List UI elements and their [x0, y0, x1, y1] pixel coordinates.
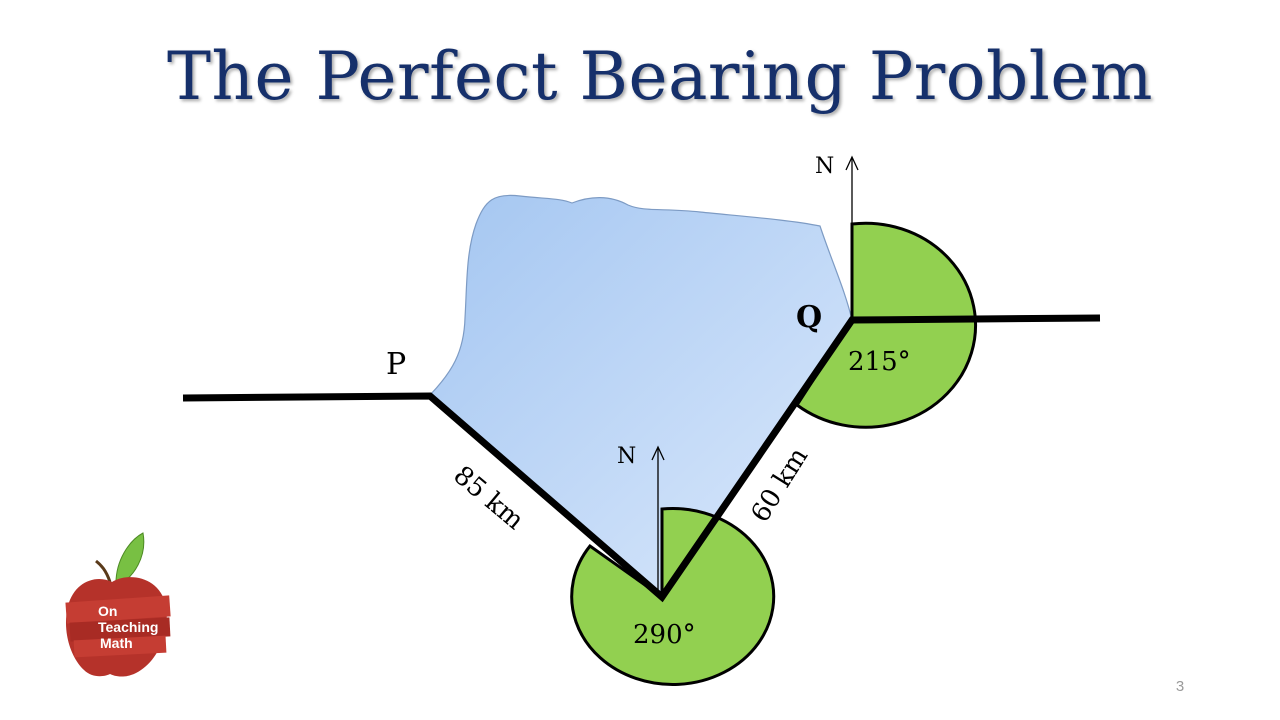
angle-sector-q	[794, 221, 977, 429]
north-arrow-q	[845, 155, 859, 320]
page-number: 3	[1175, 678, 1185, 695]
north-label-q: N	[815, 154, 834, 179]
angle-label-bottom: 290°	[633, 620, 696, 650]
point-p-label: P	[386, 347, 406, 382]
north-arrow-bottom	[651, 445, 665, 597]
slide-title: The Perfect Bearing Problem	[166, 38, 1154, 115]
on-teaching-math-logo: On Teaching Math	[65, 532, 171, 677]
bearing-path	[182, 314, 1101, 603]
logo-line-2: Teaching	[98, 619, 158, 635]
north-label-bottom: N	[617, 444, 636, 469]
angle-sector-bottom	[570, 507, 776, 686]
logo-line-3: Math	[100, 635, 133, 651]
point-q-label: Q	[796, 300, 822, 335]
apple-stem-icon	[95, 559, 112, 583]
lake-region	[429, 194, 853, 598]
apple-leaf-icon	[115, 532, 145, 587]
angle-label-q: 215°	[848, 347, 911, 377]
logo-line-1: On	[98, 603, 117, 619]
